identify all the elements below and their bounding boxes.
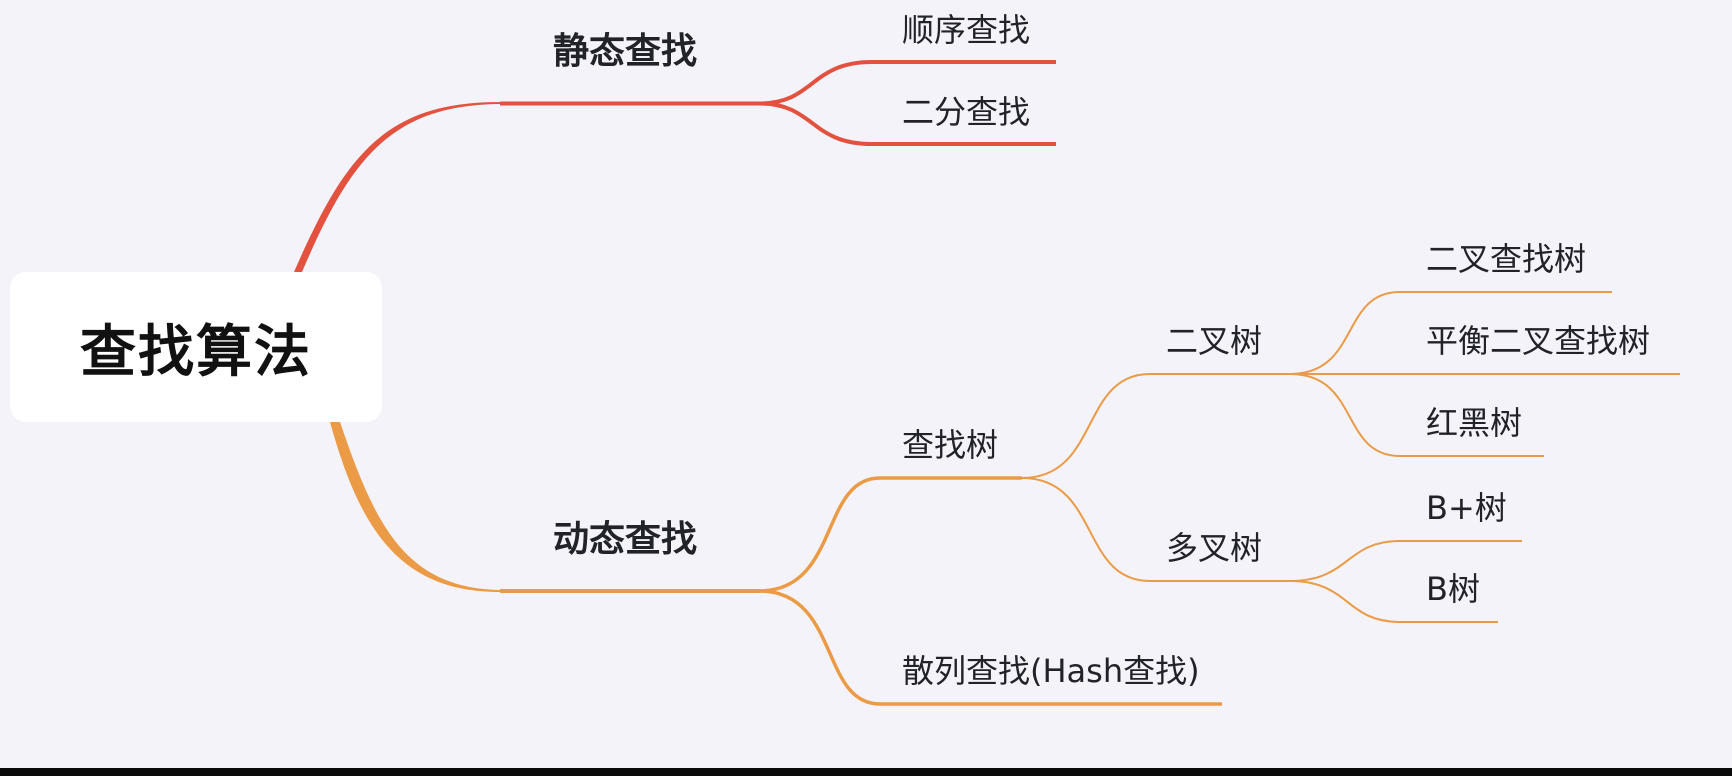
connector-root-static: [294, 102, 500, 272]
root-node[interactable]: 查找算法: [10, 272, 382, 422]
connector-searchtree-binarytree: [1021, 373, 1290, 479]
node-sequential-search[interactable]: 顺序查找: [902, 11, 1031, 49]
node-red-black-tree[interactable]: 红黑树: [1426, 404, 1523, 442]
root-label: 查找算法: [80, 319, 312, 385]
bottom-bar: [0, 768, 1732, 776]
node-b-plus-tree[interactable]: B+树: [1426, 489, 1507, 527]
connector-multiway-btree: [1289, 580, 1498, 623]
node-dynamic-search[interactable]: 动态查找: [553, 519, 698, 560]
node-multiway-tree[interactable]: 多叉树: [1166, 529, 1263, 567]
connector-binarytree-rbtree: [1289, 373, 1544, 457]
connector-searchtree-multiwaytree: [1021, 477, 1290, 582]
connector-static-binary: [759, 101, 1056, 146]
node-search-tree[interactable]: 查找树: [902, 426, 999, 464]
node-static-search[interactable]: 静态查找: [553, 31, 698, 72]
node-binary-search[interactable]: 二分查找: [902, 93, 1031, 131]
connector-dynamic-hash: [759, 589, 1222, 706]
node-b-tree[interactable]: B树: [1426, 570, 1480, 608]
node-binary-search-tree[interactable]: 二叉查找树: [1426, 240, 1587, 278]
connector-static-sequential: [759, 60, 1056, 106]
connector-dynamic-searchtree: [759, 476, 1022, 593]
node-binary-tree[interactable]: 二叉树: [1166, 322, 1263, 360]
node-balanced-bst[interactable]: 平衡二叉查找树: [1426, 322, 1651, 360]
connector-binarytree-bst: [1289, 291, 1612, 375]
connector-root-dynamic: [330, 422, 500, 592]
node-hash-search[interactable]: 散列查找(Hash查找): [902, 652, 1200, 690]
connector-multiway-bplus: [1289, 540, 1522, 582]
